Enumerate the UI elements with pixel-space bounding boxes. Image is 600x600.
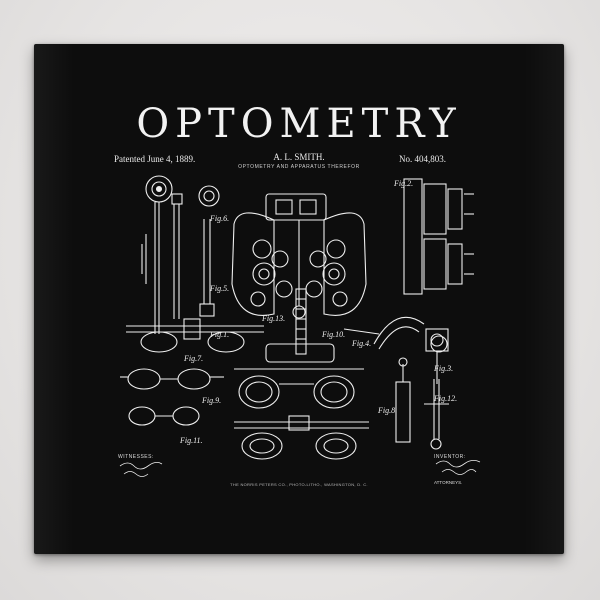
fig6-label: Fig.6. bbox=[210, 214, 230, 223]
fig5-label: Fig.5. bbox=[210, 284, 230, 293]
fig12-label: Fig.12. bbox=[434, 394, 458, 403]
fig5-large-frame bbox=[234, 415, 369, 460]
fig11-label: Fig.11. bbox=[180, 436, 203, 445]
fig2-mechanism bbox=[403, 178, 474, 295]
fig1-label: Fig.1. bbox=[210, 330, 230, 339]
fig6-knob bbox=[198, 185, 220, 317]
witness-signature bbox=[119, 462, 163, 470]
attorney-label: ATTORNEYS. bbox=[434, 480, 463, 485]
witness-signature-2 bbox=[123, 471, 149, 477]
patent-number: No. 404,803. bbox=[399, 154, 446, 164]
patent-subtitle: OPTOMETRY AND APPARATUS THEREFOR bbox=[238, 164, 360, 170]
fig13-scale bbox=[295, 288, 307, 355]
fig4-label: Fig.4. bbox=[352, 339, 372, 348]
patent-date: Patented June 4, 1889. bbox=[114, 154, 196, 164]
fig8-label: Fig.8. bbox=[378, 406, 398, 415]
witnesses-label: WITNESSES: bbox=[118, 454, 154, 460]
tapestry: OPTOMETRY Patented June 4, 1889. A. L. S… bbox=[34, 44, 564, 554]
fig2-label: Fig.2. bbox=[394, 179, 414, 188]
fig9-spectacles bbox=[120, 368, 224, 390]
fig4-trial-frame bbox=[234, 343, 364, 409]
inventor-name: A. L. SMITH. bbox=[273, 152, 325, 162]
printer-line: THE NORRIS PETERS CO., PHOTO-LITHO., WAS… bbox=[230, 482, 368, 487]
phoropter bbox=[231, 193, 367, 319]
inventor-label: INVENTOR: bbox=[434, 454, 466, 460]
fig3-label: Fig.3. bbox=[434, 364, 454, 373]
fig9-label: Fig.9. bbox=[202, 396, 222, 405]
poster-title: OPTOMETRY bbox=[136, 101, 462, 147]
fig7-label: Fig.7. bbox=[184, 354, 204, 363]
fig1-instrument bbox=[141, 175, 183, 334]
fig7-spectacles bbox=[126, 318, 264, 353]
fig8-part bbox=[395, 357, 411, 443]
fig13-label: Fig.13. bbox=[262, 314, 286, 323]
inventor-signature-2 bbox=[441, 469, 477, 475]
inventor-signature bbox=[435, 460, 481, 468]
fig10-arc bbox=[343, 316, 448, 353]
fig12-part bbox=[424, 379, 449, 450]
fig10-label: Fig.10. bbox=[322, 330, 346, 339]
fig3-part bbox=[425, 328, 449, 384]
patent-drawing bbox=[119, 175, 481, 477]
fig11-part bbox=[128, 406, 200, 426]
